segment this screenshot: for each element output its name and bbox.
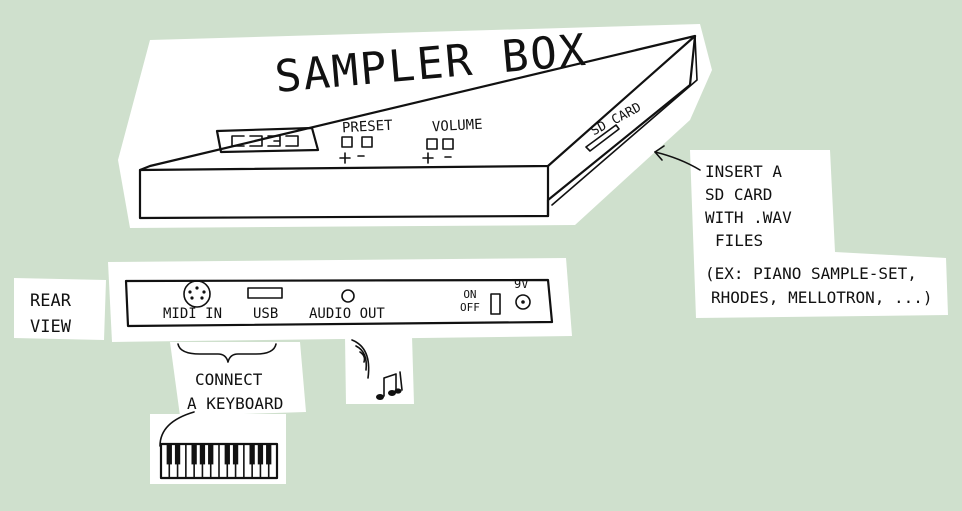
connect-note-line: A KEYBOARD [187,394,284,413]
audio-jack-icon [341,289,355,303]
sound-waves-icon [351,339,370,379]
sampler-box-outline [138,34,698,220]
on-label: ON [463,288,477,301]
black-key [224,444,230,465]
dc-power-jack-icon [515,294,531,310]
off-label: OFF [460,301,480,314]
on-off-label: ON OFF [460,288,480,314]
rear-view-label: REAR VIEW [30,288,71,340]
midi-cable [159,411,195,447]
arrow-icon [654,145,701,171]
volume-label: VOLUME [431,116,483,136]
midi-din-port-icon [183,280,211,308]
rear-panel-outline [124,278,554,328]
black-key [174,444,181,465]
black-key [266,444,272,465]
preset-button-up [361,136,373,148]
power-switch-icon [490,293,501,315]
black-key [208,444,214,465]
midi-in-label: MIDI IN [163,306,223,322]
insert-note-line: FILES [715,231,764,250]
plus-icon [422,152,434,164]
example-note-line: RHODES, MELLOTRON, ...) [711,288,933,307]
insert-note-line: WITH .WAV [705,208,792,227]
plus-icon [339,152,351,164]
black-key [249,444,255,465]
rear-view-line: VIEW [30,317,71,337]
connect-note-line: CONNECT [195,370,263,389]
black-key [166,444,172,465]
preset-label: PRESET [341,117,393,137]
insert-note-line: INSERT A [705,162,783,181]
music-notes-icon [376,371,403,400]
volume-button-up [442,138,454,150]
example-note-line: (EX: PIANO SAMPLE-SET, [705,264,917,283]
insert-sd-card-note: INSERT A SD CARD WITH .WAV FILES [705,160,792,252]
power-9v-label: 9V [514,277,529,291]
usb-port-icon [247,287,283,299]
example-note: (EX: PIANO SAMPLE-SET, RHODES, MELLOTRON… [705,262,933,310]
black-key [232,444,239,465]
curly-brace-icon [177,343,277,363]
paper-background [14,24,948,484]
black-key [257,444,264,465]
volume-buttons [422,138,454,164]
black-key [191,444,197,465]
rear-view-line: REAR [30,291,71,311]
keyboard-icon [159,442,279,480]
insert-note-line: SD CARD [705,185,773,204]
preset-button-down [341,136,353,148]
black-key [199,444,206,465]
audio-out-label: AUDIO OUT [309,306,385,322]
usb-label: USB [253,306,279,322]
seven-segment-display-icon [215,126,320,154]
connect-keyboard-note: CONNECT A KEYBOARD [187,368,283,416]
volume-button-down [426,138,438,150]
preset-buttons [339,136,373,164]
sd-card-slot-icon [585,124,620,152]
